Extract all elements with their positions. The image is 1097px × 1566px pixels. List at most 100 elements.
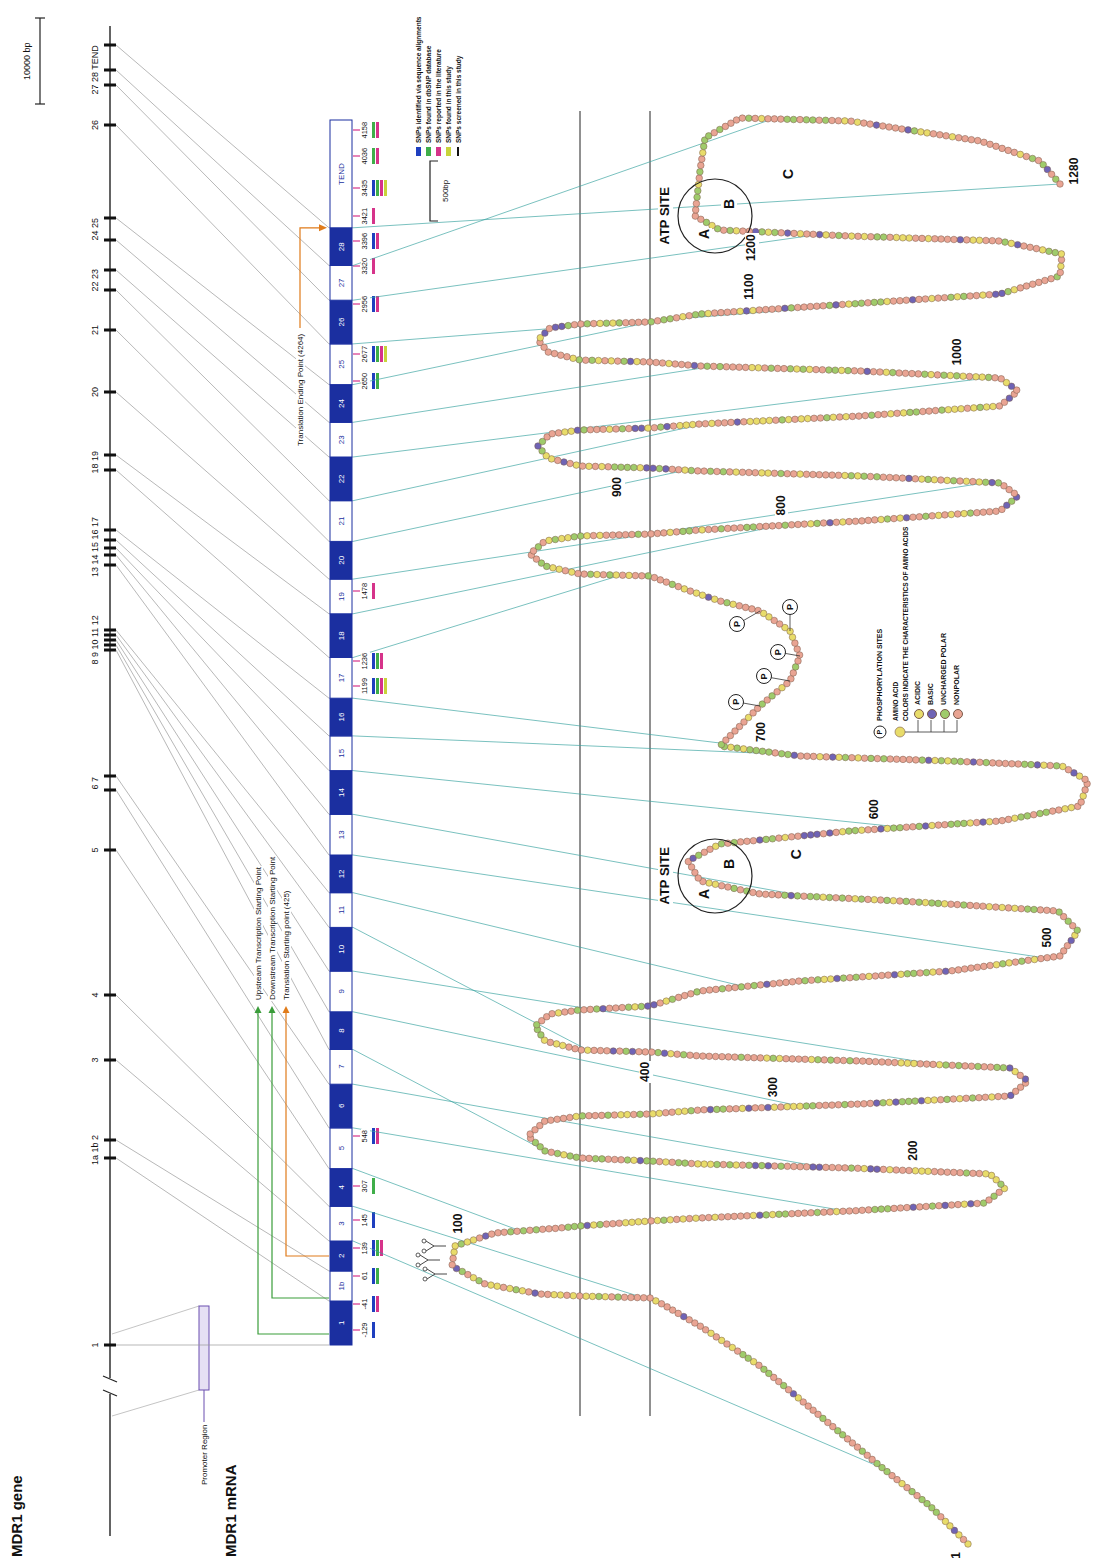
amino-acid-bead (680, 528, 687, 535)
amino-acid-bead (625, 1004, 632, 1011)
amino-acid-bead (950, 1096, 957, 1103)
amino-acid-bead (600, 426, 607, 433)
leader-line (116, 635, 329, 927)
amino-acid-bead (712, 1053, 719, 1060)
amino-acid-bead (746, 469, 753, 476)
amino-acid-bead (1031, 906, 1038, 913)
amino-acid-bead (664, 423, 671, 430)
amino-acid-bead (993, 818, 1000, 825)
amino-acid-bead (678, 361, 685, 368)
amino-acid-bead (947, 372, 954, 379)
amino-acid-bead (680, 313, 687, 320)
leader-line (116, 640, 329, 971)
amino-acid-bead (792, 640, 799, 647)
snp-marker (376, 346, 379, 362)
amino-acid-bead (788, 522, 795, 529)
amino-acid-bead (852, 827, 859, 834)
snp-marker (380, 180, 383, 196)
exon-tick (104, 849, 116, 852)
leader-line (116, 1158, 329, 1301)
exon-number: 18 19 (90, 450, 100, 475)
amino-acid-bead (964, 405, 971, 412)
amino-acid-bead (559, 323, 566, 330)
amino-acid-bead (957, 236, 964, 243)
amino-acid-bead (645, 1003, 652, 1010)
amino-acid-bead (906, 475, 913, 482)
amino-acid-bead (804, 753, 811, 760)
amino-acid-bead (986, 508, 993, 515)
amino-acid-bead (642, 319, 649, 326)
amino-acid-bead (759, 748, 766, 755)
amino-acid-bead (789, 1056, 796, 1063)
amino-acid-bead (654, 530, 661, 537)
amino-acid-bead (898, 1060, 905, 1067)
amino-acid-bead (1001, 1093, 1008, 1100)
amino-acid-bead (859, 1058, 866, 1065)
amino-acid-bead (683, 422, 690, 429)
leader-line (112, 1306, 199, 1334)
amino-acid-bead (732, 1054, 739, 1061)
amino-acid-bead (931, 1097, 938, 1104)
amino-acid-bead (452, 1243, 459, 1250)
amino-acid-bead (609, 532, 616, 539)
amino-acid-bead (912, 476, 919, 483)
amino-acid-bead (917, 1061, 924, 1068)
amino-acid-bead (866, 973, 873, 980)
amino-acid-bead (923, 1203, 930, 1210)
site-letter: B (721, 198, 737, 210)
exon-block (330, 1169, 352, 1207)
exon-number: 22 23 (90, 268, 100, 293)
amino-acid-bead (982, 479, 989, 486)
amino-acid-bead (552, 536, 559, 543)
amino-acid-bead (821, 976, 828, 983)
amino-acid-bead (827, 1209, 834, 1216)
amino-acid-bead (878, 516, 885, 523)
amino-acid-bead (732, 984, 739, 991)
amino-acid-bead (867, 473, 874, 480)
amino-acid-bead (968, 1063, 975, 1070)
exon-number: 14 (337, 787, 346, 798)
amino-acid-bead (582, 357, 589, 364)
amino-acid-bead (852, 518, 859, 525)
exon-number: 11 (337, 905, 346, 915)
amino-acid-bead (861, 473, 868, 480)
amino-acid-bead (554, 1116, 561, 1123)
amino-acid-bead (746, 1105, 753, 1112)
exon-number: 1 (337, 1320, 346, 1326)
amino-acid-bead (715, 420, 722, 427)
amino-acid-bead (839, 301, 846, 308)
amino-acid-bead (699, 311, 706, 318)
amino-acid-bead (687, 588, 694, 595)
amino-acid-bead (778, 116, 785, 123)
amino-acid-bead (995, 238, 1002, 245)
amino-acid-bead (936, 968, 943, 975)
amino-acid-bead (670, 423, 677, 430)
residue-number: 500 (1041, 926, 1055, 948)
amino-acid-bead (702, 420, 709, 427)
amino-acid-bead (717, 598, 724, 605)
amino-acid-bead (700, 987, 707, 994)
amino-acid-bead (604, 1048, 611, 1055)
amino-acid-bead (1052, 249, 1059, 256)
snp-tick (353, 685, 360, 686)
amino-acid-bead (692, 207, 699, 214)
amino-acid-bead (846, 1208, 853, 1215)
amino-acid-bead (922, 823, 929, 830)
phosphorylation-site: P (756, 669, 772, 685)
amino-acid-bead (852, 896, 859, 903)
amino-acid-bead (937, 1096, 944, 1103)
site-letter: A (696, 888, 712, 900)
amino-acid-bead (548, 1149, 555, 1156)
amino-acid-bead (832, 367, 839, 374)
amino-acid-bead (916, 514, 923, 521)
amino-acid-bead (849, 754, 856, 761)
exon-block (330, 614, 352, 658)
amino-acid-bead (879, 1059, 886, 1066)
amino-acid-bead (1042, 277, 1049, 284)
amino-acid-bead (904, 971, 911, 978)
amino-acid-bead (1006, 960, 1013, 967)
amino-acid-bead (835, 1164, 842, 1171)
amino-acid-bead (756, 891, 763, 898)
amino-acid-bead (935, 512, 942, 519)
glycosylation-symbol (423, 1267, 427, 1271)
